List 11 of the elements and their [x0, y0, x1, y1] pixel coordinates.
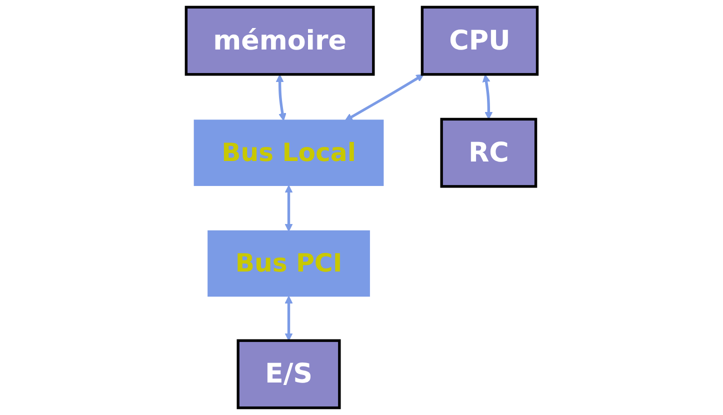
node-box: Bus Local [194, 120, 384, 186]
arrow [276, 74, 286, 121]
node-box: CPU [420, 6, 538, 76]
node-box: Bus PCI [207, 230, 370, 297]
arrow [482, 74, 492, 120]
arrow [284, 296, 292, 341]
arrow [284, 185, 292, 232]
arrow [344, 74, 424, 121]
node-box: mémoire [184, 6, 375, 76]
node-box: E/S [236, 339, 341, 410]
node-box: RC [440, 118, 537, 188]
